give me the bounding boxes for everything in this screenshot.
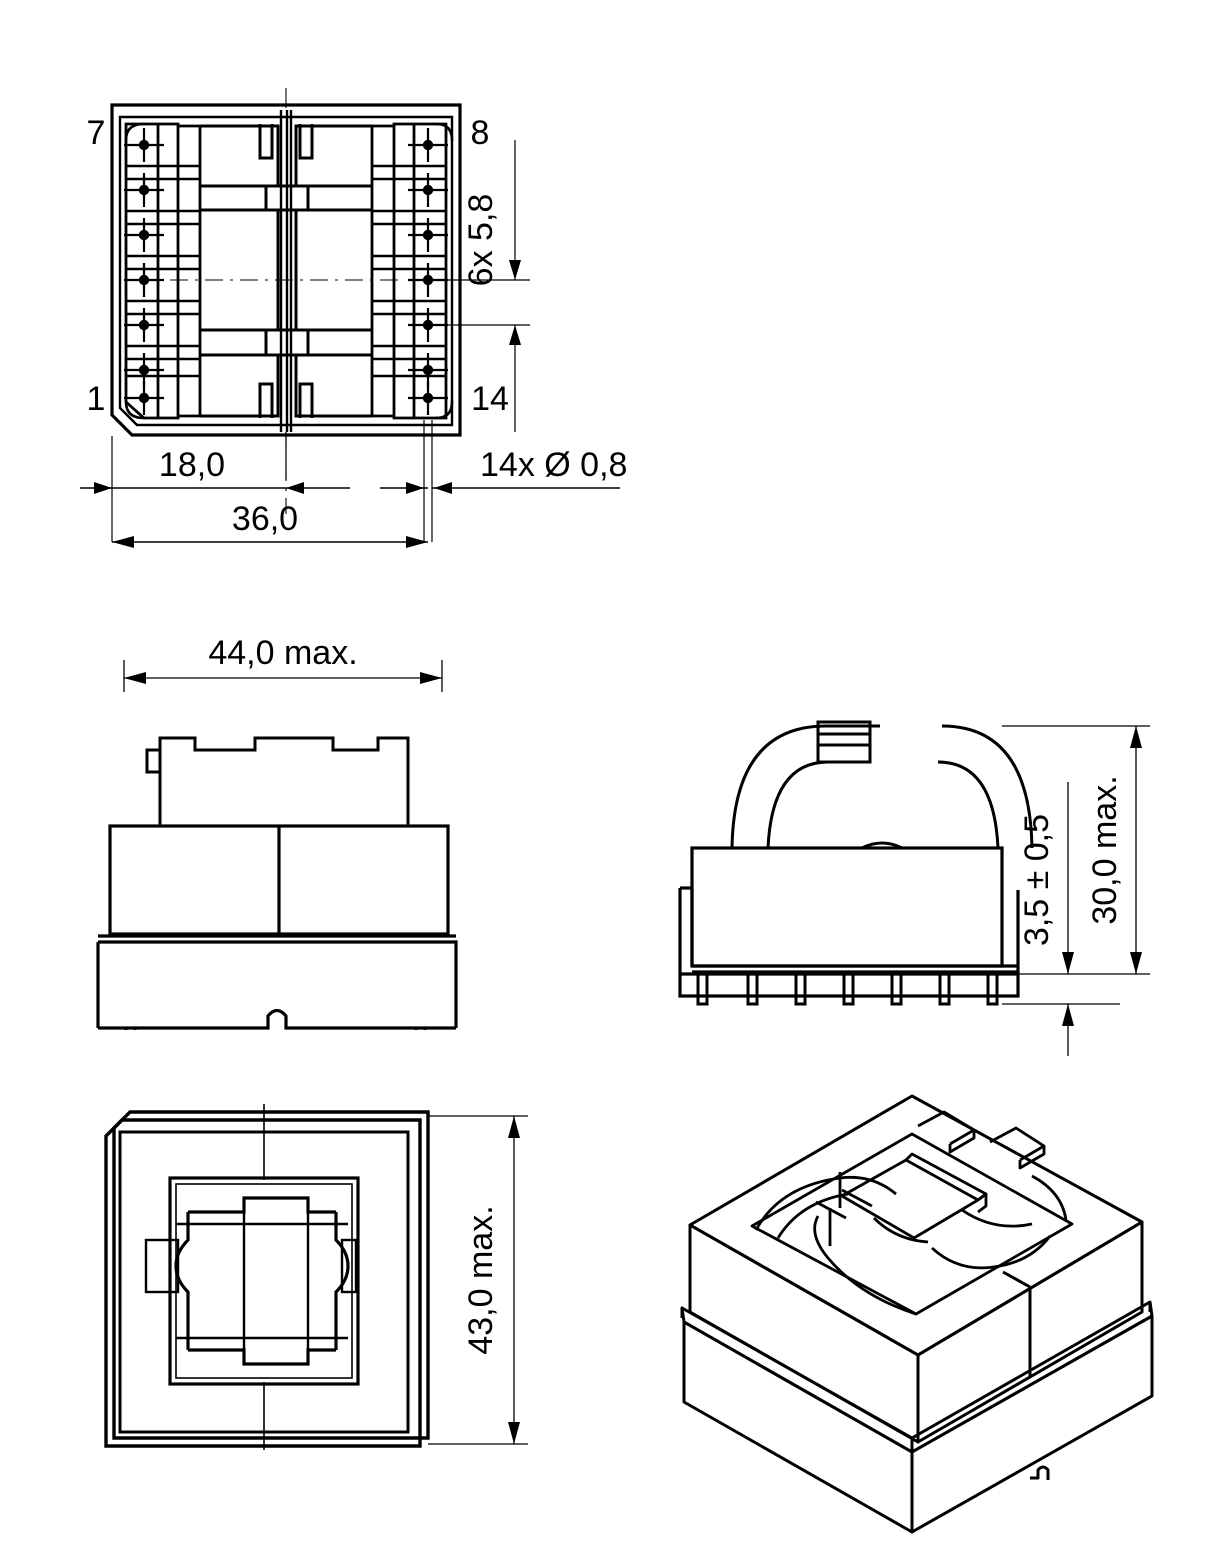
- dim-pin-length: 3,5 ± 0,5: [1002, 782, 1120, 1056]
- isometric-view: [680, 1094, 1154, 1534]
- pin-label-1: 1: [87, 380, 106, 418]
- dim-30-label: 30,0 max.: [1086, 775, 1124, 924]
- pitch-dimension: 6x 5,8: [428, 140, 530, 432]
- side-view: 30,0 max. 3,5 ± 0,5: [678, 720, 1150, 1056]
- dim-bottom-depth: 43,0 max.: [428, 1115, 528, 1445]
- dim-full-width: 36,0: [112, 500, 428, 548]
- front-view: 44,0 max.: [96, 634, 458, 1030]
- dim-36-label: 36,0: [232, 500, 298, 538]
- dim-44-label: 44,0 max.: [208, 634, 357, 672]
- bottom-view: 43,0 max.: [104, 1104, 528, 1450]
- pin-label-7: 7: [87, 114, 106, 152]
- dim-front-width: 44,0 max.: [123, 634, 443, 692]
- side-view-pins: [696, 972, 999, 1006]
- top-view: 6x 5,8 7 8 1 14 18,0 14x Ø 0,8 36,0: [80, 88, 627, 548]
- dim-pin-pitch: 6x 5,8: [462, 194, 500, 287]
- pin-markers-left: [124, 128, 164, 415]
- dim-hole-note: 14x Ø 0,8: [480, 446, 627, 484]
- dim-35-label: 3,5 ± 0,5: [1018, 814, 1056, 946]
- dim-18-label: 18,0: [159, 446, 225, 484]
- pin-label-8: 8: [471, 114, 490, 152]
- pin-label-14: 14: [471, 380, 509, 418]
- dim-side-height: 30,0 max.: [1002, 725, 1150, 975]
- dim-43-label: 43,0 max.: [462, 1205, 500, 1354]
- dim-half-width: 18,0 14x Ø 0,8: [80, 446, 627, 494]
